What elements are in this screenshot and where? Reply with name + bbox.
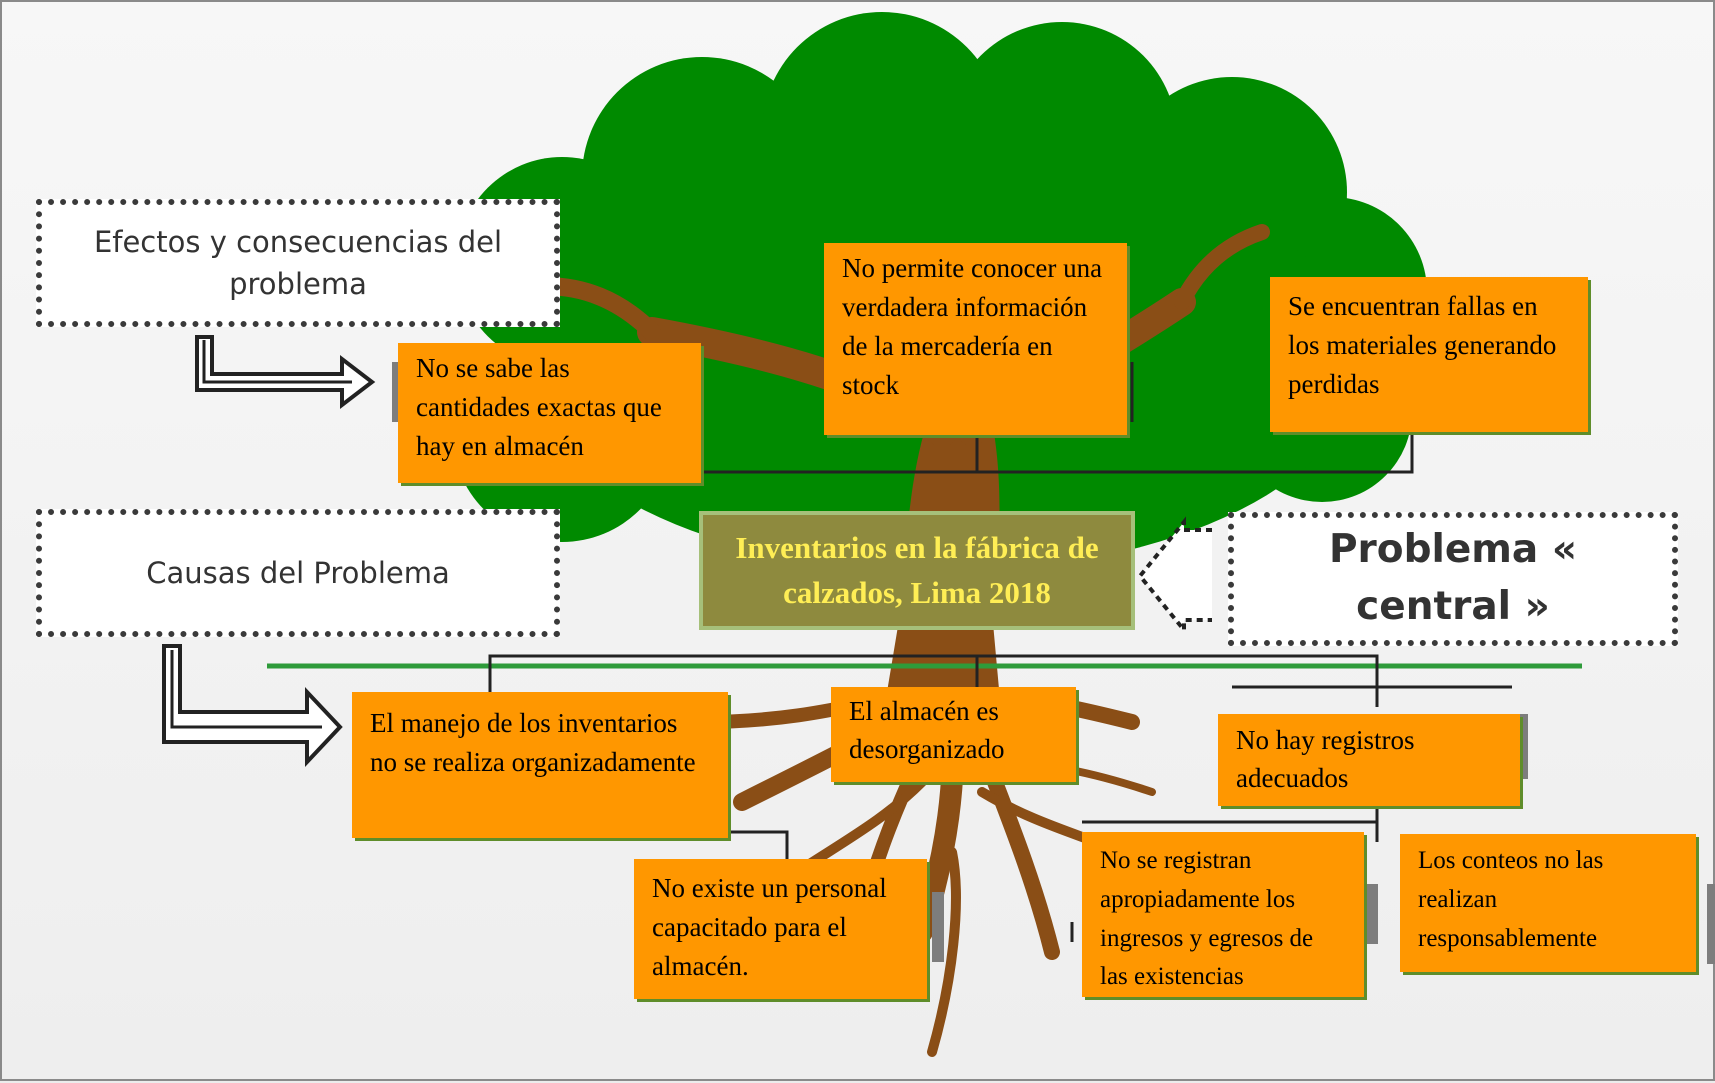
- subcause-text-3: Los conteos no las realizan responsablem…: [1418, 847, 1604, 952]
- effect-text-2: No permite conocer una verdadera informa…: [842, 253, 1103, 401]
- cause-text-1: El manejo de los inventarios no se reali…: [370, 708, 696, 778]
- cause-box-1: El manejo de los inventarios no se reali…: [352, 692, 728, 838]
- subcause-box-2: No se registran apropiadamente los ingre…: [1082, 832, 1364, 997]
- subcause-text-1: No existe un personal capacitado para el…: [652, 873, 887, 982]
- central-problem-label-text: Problema « central »: [1328, 527, 1578, 629]
- cause-box-3: No hay registros adecuados: [1218, 714, 1520, 806]
- cause-text-2: El almacén es desorganizado: [849, 696, 1005, 764]
- central-problem-text: Inventarios en la fábrica de calzados, L…: [735, 530, 1099, 610]
- causes-label-text: Causas del Problema: [146, 556, 450, 590]
- causes-label: Causas del Problema: [36, 509, 560, 637]
- effect-text-3: Se encuentran fallas en los materiales g…: [1288, 291, 1557, 400]
- subcause-box-3: Los conteos no las realizan responsablem…: [1400, 834, 1696, 972]
- arrow-effects: [195, 335, 376, 410]
- effect-box-3: Se encuentran fallas en los materiales g…: [1270, 277, 1588, 432]
- effect-text-1: No se sabe las cantidades exactas que ha…: [416, 353, 662, 462]
- cause-box-2: El almacén es desorganizado: [831, 687, 1076, 782]
- arrow-central: [1137, 516, 1212, 636]
- central-problem-label: Problema « central »: [1228, 512, 1678, 646]
- subcause-box-1: No existe un personal capacitado para el…: [634, 859, 927, 999]
- effects-label-text: Efectos y consecuencias del problema: [93, 224, 503, 301]
- effect-box-1: No se sabe las cantidades exactas que ha…: [398, 343, 701, 483]
- arrow-causes: [162, 644, 343, 768]
- central-problem-box: Inventarios en la fábrica de calzados, L…: [703, 515, 1131, 626]
- effects-label: Efectos y consecuencias del problema: [36, 199, 560, 327]
- effect-box-2: No permite conocer una verdadera informa…: [824, 243, 1127, 435]
- subcause-text-2: No se registran apropiadamente los ingre…: [1100, 847, 1314, 991]
- cause-text-3: No hay registros adecuados: [1236, 725, 1415, 793]
